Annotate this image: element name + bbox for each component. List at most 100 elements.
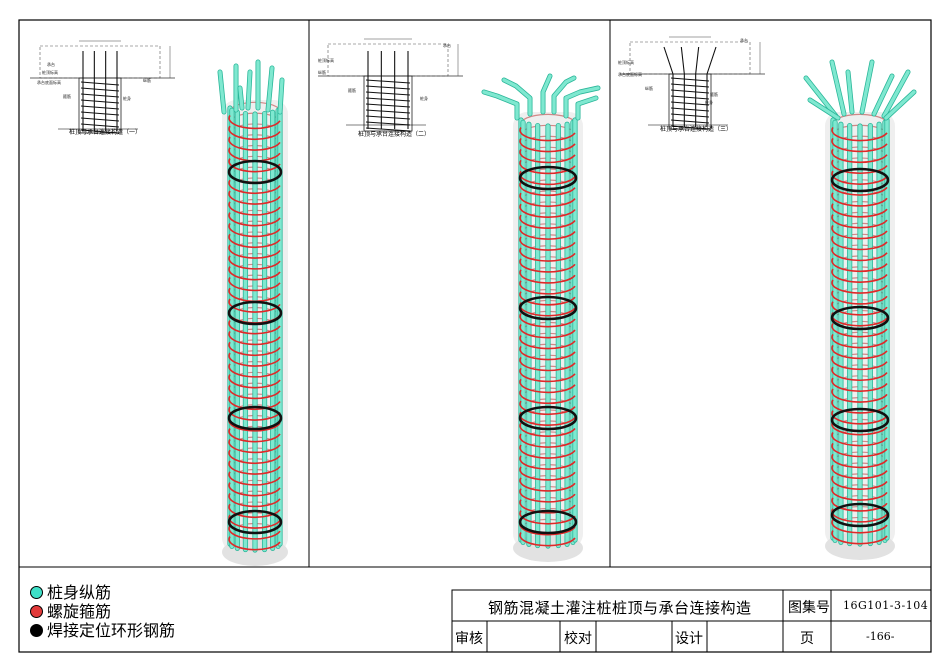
ring-stiffener bbox=[830, 305, 890, 331]
detail-2-label: 承台 bbox=[443, 43, 451, 48]
black-dot-icon bbox=[30, 624, 43, 637]
rebar-cage bbox=[803, 59, 917, 560]
detail-caption-2: 桩顶与承台连接构造（二） bbox=[358, 131, 431, 138]
spiral-stroke bbox=[80, 87, 120, 92]
legend-label: 螺旋箍筋 bbox=[47, 602, 112, 621]
spiral-stroke bbox=[670, 83, 710, 88]
bar-stroke bbox=[663, 46, 674, 75]
detail-1-label: 承台底面标高 bbox=[37, 80, 61, 85]
spiral-stroke bbox=[670, 125, 710, 130]
pile-outline bbox=[78, 77, 122, 134]
detail-1-label: 桩身 bbox=[123, 96, 131, 101]
legend: 桩身纵筋 螺旋箍筋 焊接定位环形钢筋 bbox=[30, 583, 175, 640]
atlas-label: 图集号 bbox=[788, 600, 830, 616]
ring-stiffener bbox=[830, 167, 890, 193]
bar-extension bbox=[541, 74, 552, 114]
page-label: 页 bbox=[800, 631, 814, 647]
detail-3-label: 纵筋 bbox=[645, 86, 653, 91]
red-dot-icon bbox=[30, 605, 43, 618]
detail-2-label: 桩顶标高 bbox=[318, 58, 334, 63]
bar-extension bbox=[278, 78, 284, 114]
spiral-stroke bbox=[365, 79, 411, 84]
detail-caption-1: 桩顶与承台连接构造（一） bbox=[69, 129, 142, 136]
spiral-stroke bbox=[80, 129, 120, 134]
ring-stiffener bbox=[518, 405, 578, 431]
legend-label: 焊接定位环形钢筋 bbox=[47, 621, 176, 640]
detail-2-label: 桩身 bbox=[420, 96, 428, 101]
detail-3-label: 承台底面标高 bbox=[618, 72, 642, 77]
bar-stroke bbox=[680, 46, 685, 75]
cap-outline bbox=[327, 43, 449, 77]
spiral-stroke bbox=[80, 123, 120, 128]
cap-outline bbox=[629, 41, 751, 75]
bar-extension bbox=[266, 66, 274, 112]
rebar-cage bbox=[217, 59, 288, 566]
drawing-title: 钢筋混凝土灌注桩桩顶与承台连接构造 bbox=[488, 599, 752, 617]
rebar-cages bbox=[217, 59, 917, 566]
spiral-front bbox=[831, 126, 888, 545]
detail-1-label: 纵筋 bbox=[143, 78, 151, 83]
spiral-stroke bbox=[80, 105, 120, 110]
spiral-stroke bbox=[80, 117, 120, 122]
spiral-stroke bbox=[670, 89, 710, 94]
bar-stroke bbox=[695, 46, 700, 75]
pile-outline bbox=[668, 73, 712, 130]
review-label: 审核 bbox=[455, 631, 483, 647]
detail-3-label: 承台 bbox=[740, 38, 748, 43]
legend-item-longitudinal: 桩身纵筋 bbox=[30, 583, 175, 602]
design-label: 设计 bbox=[675, 631, 703, 647]
ring-stiffener bbox=[227, 509, 283, 535]
detail-3-label: 桩顶标高 bbox=[618, 60, 634, 65]
detail-2-label: 箍筋 bbox=[348, 88, 356, 93]
legend-item-ring: 焊接定位环形钢筋 bbox=[30, 621, 175, 640]
bar-extension bbox=[218, 70, 226, 114]
atlas-number: 16G101-3-104 bbox=[843, 599, 929, 612]
spiral-stroke bbox=[80, 111, 120, 116]
detail-sketches bbox=[30, 36, 765, 134]
bar-extension bbox=[884, 90, 916, 120]
cyan-dot-icon bbox=[30, 586, 43, 599]
detail-3-label: 箍筋 bbox=[710, 92, 718, 97]
legend-label: 桩身纵筋 bbox=[47, 583, 112, 602]
bar-extension bbox=[830, 60, 846, 116]
detail-2-label: 纵筋 bbox=[318, 70, 326, 75]
spiral-stroke bbox=[365, 121, 411, 126]
spiral-stroke bbox=[80, 99, 120, 104]
ring-stiffener bbox=[227, 159, 283, 185]
spiral-stroke bbox=[365, 109, 411, 114]
bar-extension bbox=[564, 86, 600, 118]
spiral-stroke bbox=[365, 85, 411, 90]
bar-extension bbox=[860, 60, 874, 114]
spiral-stroke bbox=[80, 81, 120, 86]
bar-extension bbox=[576, 96, 598, 120]
bar-stroke bbox=[706, 46, 717, 75]
detail-3-label: 桩身 bbox=[705, 100, 713, 105]
ring-stiffener bbox=[518, 165, 578, 191]
ring-stiffener bbox=[830, 502, 890, 528]
spiral-back bbox=[519, 113, 576, 533]
bar-extension bbox=[804, 76, 838, 118]
detail-sketch bbox=[620, 36, 765, 130]
spiral-stroke bbox=[670, 107, 710, 112]
bar-extension bbox=[846, 70, 854, 114]
ring-stiffener bbox=[518, 295, 578, 321]
detail-1-label: 承台 bbox=[47, 62, 55, 67]
spiral-stroke bbox=[670, 113, 710, 118]
detail-sketch bbox=[318, 38, 463, 132]
sheet-border bbox=[18, 19, 932, 653]
spiral-stroke bbox=[365, 103, 411, 108]
bar-extension bbox=[246, 70, 252, 110]
spiral-stroke bbox=[670, 95, 710, 100]
bar-extension bbox=[552, 76, 576, 114]
bar-extension bbox=[238, 86, 244, 110]
pile-outline bbox=[363, 75, 413, 132]
detail-1-label: 箍筋 bbox=[63, 94, 71, 99]
title-block-grid bbox=[451, 589, 932, 653]
spiral-stroke bbox=[365, 97, 411, 102]
bar-extension bbox=[808, 98, 840, 120]
rebar-cage bbox=[481, 73, 601, 562]
detail-sketch bbox=[30, 40, 175, 134]
ring-stiffener bbox=[227, 405, 283, 431]
cap-outline bbox=[39, 45, 161, 79]
